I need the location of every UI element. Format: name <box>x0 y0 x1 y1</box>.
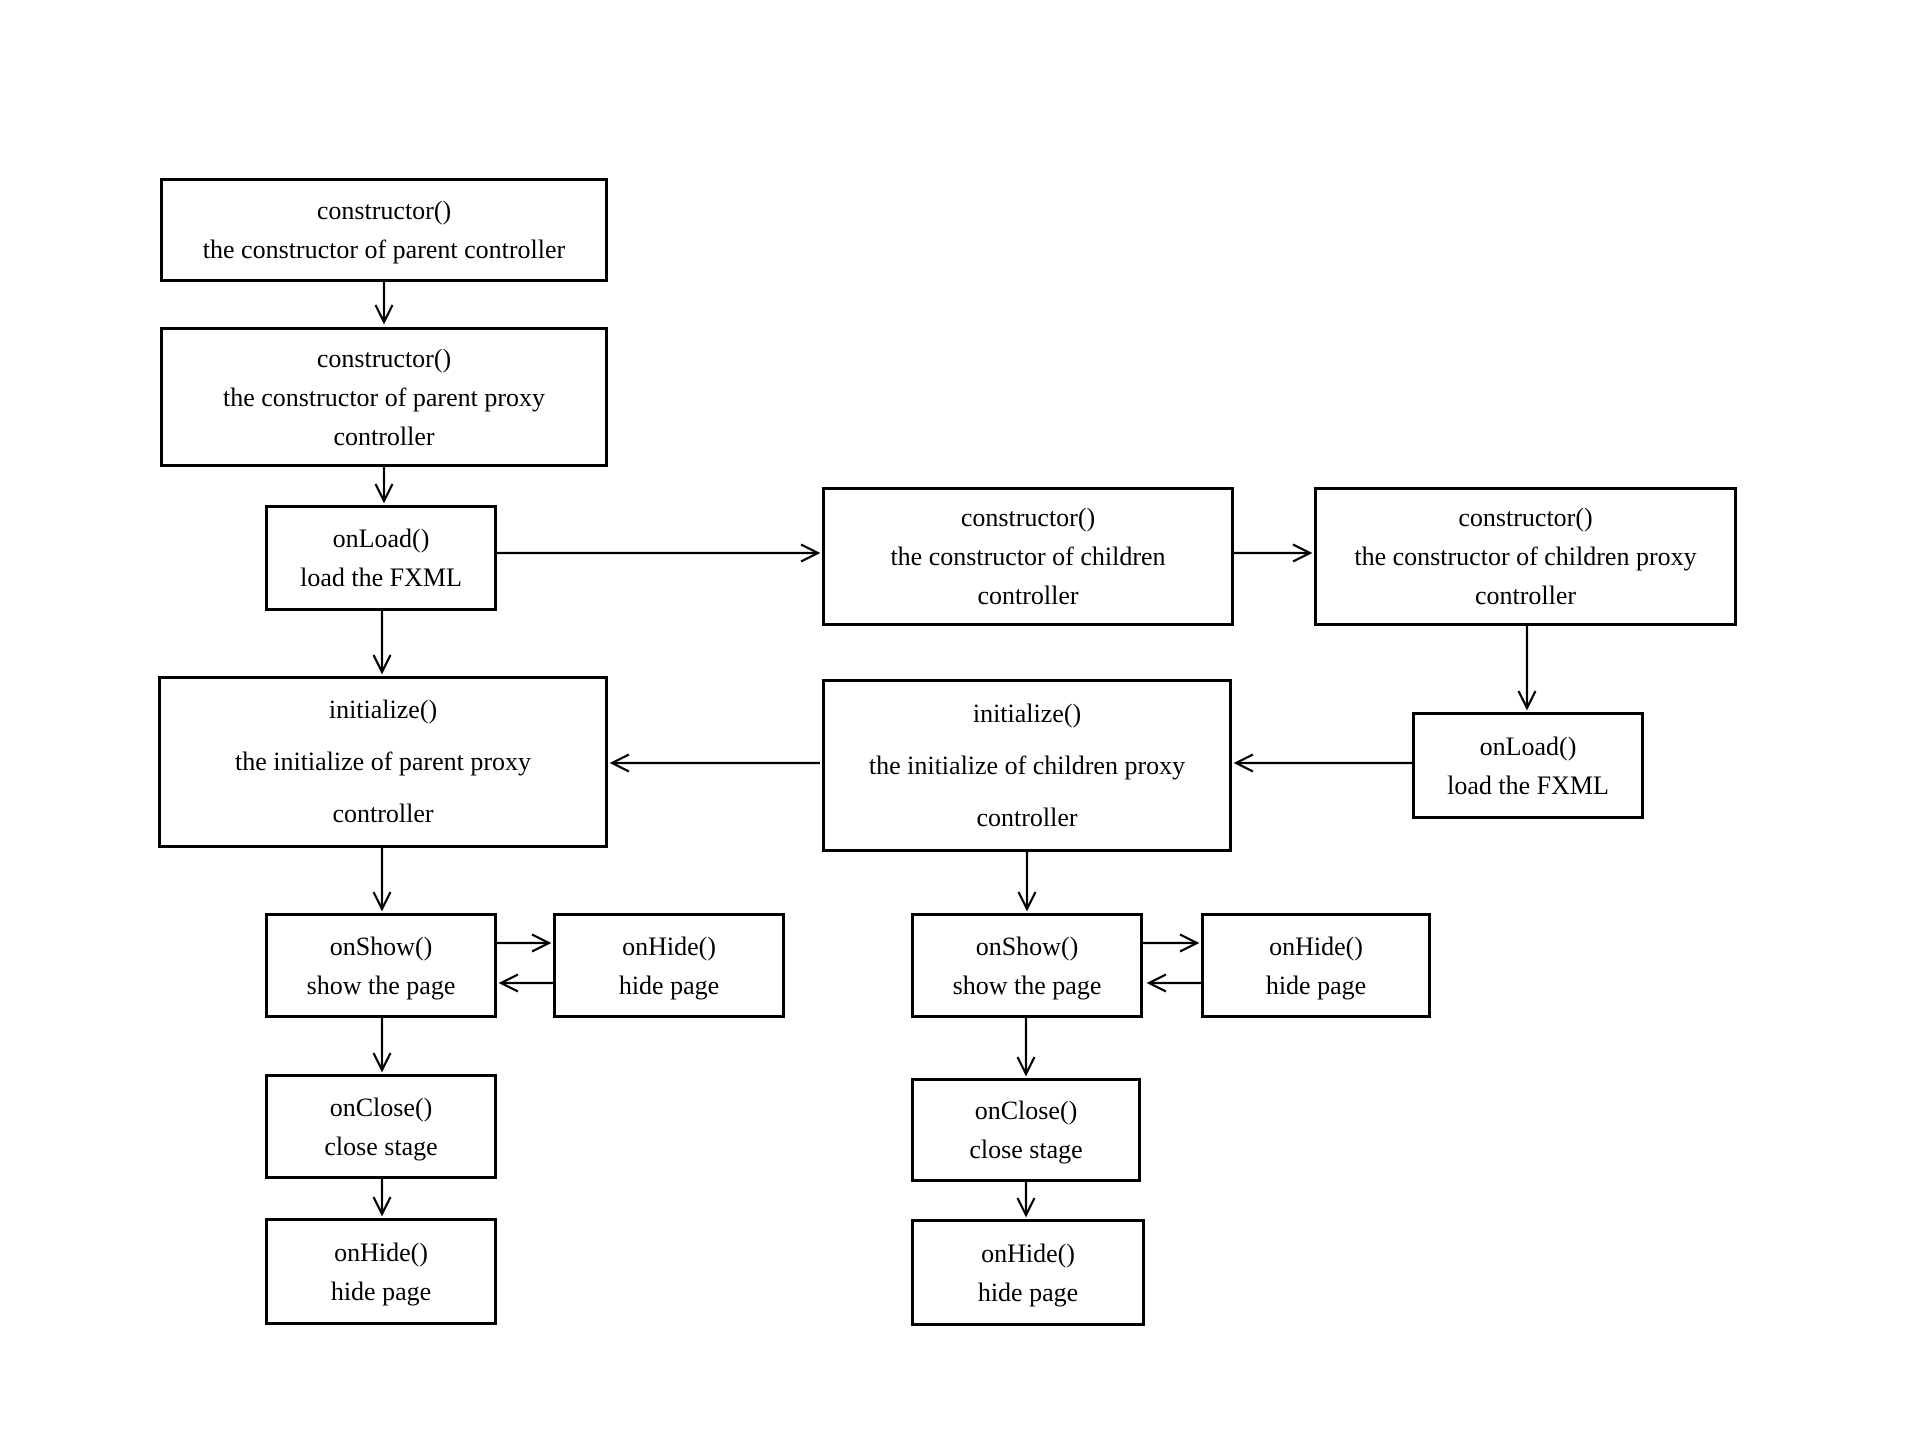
node-line: close stage <box>324 1131 438 1161</box>
node-line: the constructor of children proxy <box>1354 542 1697 571</box>
node-line: controller <box>976 802 1078 832</box>
node-line: close stage <box>969 1135 1083 1164</box>
node-parent-onhide-end: onHide() hide page <box>265 1218 497 1325</box>
node-line: hide page <box>977 1277 1079 1307</box>
node-children-proxy-constructor: constructor() the constructor of childre… <box>1314 487 1737 626</box>
node-line: hide page <box>618 970 720 1000</box>
node-line: constructor() <box>960 503 1096 532</box>
node-parent-onload: onLoad() load the FXML <box>265 505 497 611</box>
node-line: controller <box>332 799 434 828</box>
node-line: initialize() <box>972 698 1082 728</box>
node-line: onLoad() <box>332 524 430 553</box>
node-line: onHide() <box>1269 931 1363 961</box>
node-parent-onhide-side: onHide() hide page <box>553 913 785 1018</box>
node-line: the initialize of children proxy <box>868 750 1186 780</box>
node-line: onLoad() <box>1479 731 1577 761</box>
node-children-onhide-side: onHide() hide page <box>1201 913 1431 1018</box>
node-line: show the page <box>306 970 456 1000</box>
node-parent-onshow: onShow() show the page <box>265 913 497 1018</box>
node-line: controller <box>333 421 435 451</box>
node-line: controller <box>1474 581 1577 610</box>
node-parent-proxy-constructor: constructor() the constructor of parent … <box>160 327 608 467</box>
node-children-constructor: constructor() the constructor of childre… <box>822 487 1234 626</box>
node-line: the constructor of children <box>890 542 1166 571</box>
node-parent-initialize: initialize() the initialize of parent pr… <box>158 676 608 848</box>
node-children-onclose: onClose() close stage <box>911 1078 1141 1182</box>
node-line: the constructor of parent controller <box>202 235 566 264</box>
node-line: onClose() <box>974 1096 1078 1125</box>
node-line: the constructor of parent proxy <box>222 382 545 412</box>
node-line: the initialize of parent proxy <box>234 747 531 776</box>
node-line: onHide() <box>334 1237 428 1267</box>
node-children-onshow: onShow() show the page <box>911 913 1143 1018</box>
node-line: load the FXML <box>1447 770 1609 800</box>
node-line: constructor() <box>316 343 452 373</box>
node-line: constructor() <box>1458 503 1593 532</box>
node-children-onhide-end: onHide() hide page <box>911 1219 1145 1326</box>
node-line: onShow() <box>975 931 1079 961</box>
node-line: onHide() <box>622 931 716 961</box>
node-children-onload: onLoad() load the FXML <box>1412 712 1644 819</box>
node-line: hide page <box>330 1276 432 1306</box>
node-line: onShow() <box>329 931 433 961</box>
node-line: controller <box>977 581 1079 610</box>
node-line: load the FXML <box>300 563 462 592</box>
node-parent-constructor: constructor() the constructor of parent … <box>160 178 608 282</box>
node-children-initialize: initialize() the initialize of children … <box>822 679 1232 852</box>
node-line: hide page <box>1265 970 1367 1000</box>
node-line: onClose() <box>329 1092 433 1122</box>
node-line: show the page <box>952 970 1102 1000</box>
node-line: initialize() <box>328 695 438 724</box>
node-line: constructor() <box>316 196 452 225</box>
node-parent-onclose: onClose() close stage <box>265 1074 497 1179</box>
node-line: onHide() <box>981 1238 1075 1268</box>
